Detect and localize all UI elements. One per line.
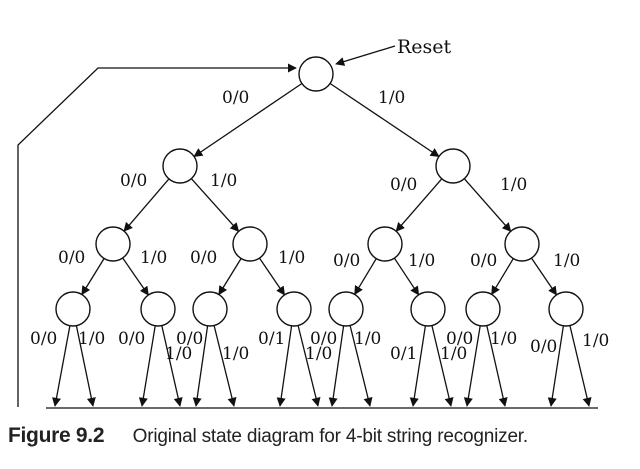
edge-label: 1/0 <box>165 344 192 364</box>
transition-edge <box>354 258 377 296</box>
transition-edge <box>297 325 321 407</box>
figure-caption: Figure 9.2 Original state diagram for 4-… <box>8 424 628 448</box>
edge-label: 0/0 <box>30 329 57 349</box>
caption-label: Figure 9.2 <box>8 424 105 447</box>
edge-label: 1/0 <box>408 251 435 271</box>
reset-feedback-line <box>17 63 297 407</box>
transition-edge <box>213 325 237 407</box>
transition-edge <box>52 325 71 407</box>
transition-edge <box>463 178 512 232</box>
edge-label: 1/0 <box>553 251 580 271</box>
edge-label: 0/1 <box>258 329 285 349</box>
state-node <box>298 56 334 92</box>
edge-label: 0/0 <box>176 329 203 349</box>
edge-label: 0/0 <box>58 248 85 268</box>
transition-edge <box>190 178 240 232</box>
state-node <box>232 226 268 262</box>
edge-label: 0/0 <box>120 171 147 191</box>
edge-label: 1/0 <box>305 344 332 364</box>
state-node <box>504 226 540 262</box>
state-node <box>367 226 403 262</box>
edge-label: 1/0 <box>490 329 517 349</box>
edge-label: 1/0 <box>500 175 527 195</box>
state-node <box>276 291 312 327</box>
edge-label: 1/0 <box>582 331 609 351</box>
edge-label: 0/0 <box>446 329 473 349</box>
reset-label: Reset <box>397 36 452 58</box>
transition-edge <box>218 258 242 296</box>
transition-edge <box>569 325 592 407</box>
transition-edge <box>530 257 558 296</box>
transition-edge <box>123 178 170 232</box>
edge-label: 1/0 <box>378 88 405 108</box>
transition-edge <box>349 325 373 407</box>
transition-edge <box>75 325 96 407</box>
edge-label: 0/0 <box>222 88 249 108</box>
state-node <box>95 226 131 262</box>
transition-edge <box>463 325 481 407</box>
transition-edge <box>328 325 345 407</box>
state-node <box>435 148 471 184</box>
state-node <box>410 291 446 327</box>
caption-text: Original state diagram for 4-bit string … <box>132 426 529 447</box>
state-node <box>55 291 91 327</box>
edge-label: 0/0 <box>333 251 360 271</box>
transition-edge <box>193 82 303 158</box>
transition-edge <box>491 258 514 296</box>
edge-label: 1/0 <box>440 344 467 364</box>
transition-edge <box>547 325 565 407</box>
transition-edge <box>395 178 443 232</box>
transition-edge <box>393 257 420 296</box>
edge-label: 0/0 <box>390 175 417 195</box>
transition-edge <box>276 325 293 407</box>
edge-label: 1/0 <box>222 344 249 364</box>
edge-label: 1/0 <box>78 329 105 349</box>
edge-label: 1/0 <box>278 248 305 268</box>
state-node <box>162 148 198 184</box>
state-node <box>192 291 228 327</box>
edge-label: 0/0 <box>530 337 557 357</box>
state-node <box>140 291 176 327</box>
transition-edge <box>122 257 149 296</box>
state-node <box>548 291 584 327</box>
edge-label: 0/0 <box>118 329 145 349</box>
edge-label: 1/0 <box>140 248 167 268</box>
transition-edge <box>431 325 454 407</box>
state-node <box>465 291 501 327</box>
transition-edge <box>409 325 427 407</box>
transition-edge <box>258 257 286 296</box>
state-node <box>328 291 364 327</box>
transition-edge <box>486 325 508 407</box>
transition-edge <box>161 325 183 407</box>
edge-label: 0/0 <box>310 329 337 349</box>
edge-label: 0/0 <box>190 248 217 268</box>
reset-arrow <box>335 45 396 66</box>
transition-edge <box>329 82 440 158</box>
transition-edge <box>138 325 156 407</box>
transition-edge <box>192 325 209 407</box>
transition-edge <box>81 258 105 296</box>
edge-label: 0/0 <box>470 251 497 271</box>
edge-label: 0/1 <box>390 344 417 364</box>
edge-label: 1/0 <box>354 329 381 349</box>
edge-label: 1/0 <box>210 171 237 191</box>
